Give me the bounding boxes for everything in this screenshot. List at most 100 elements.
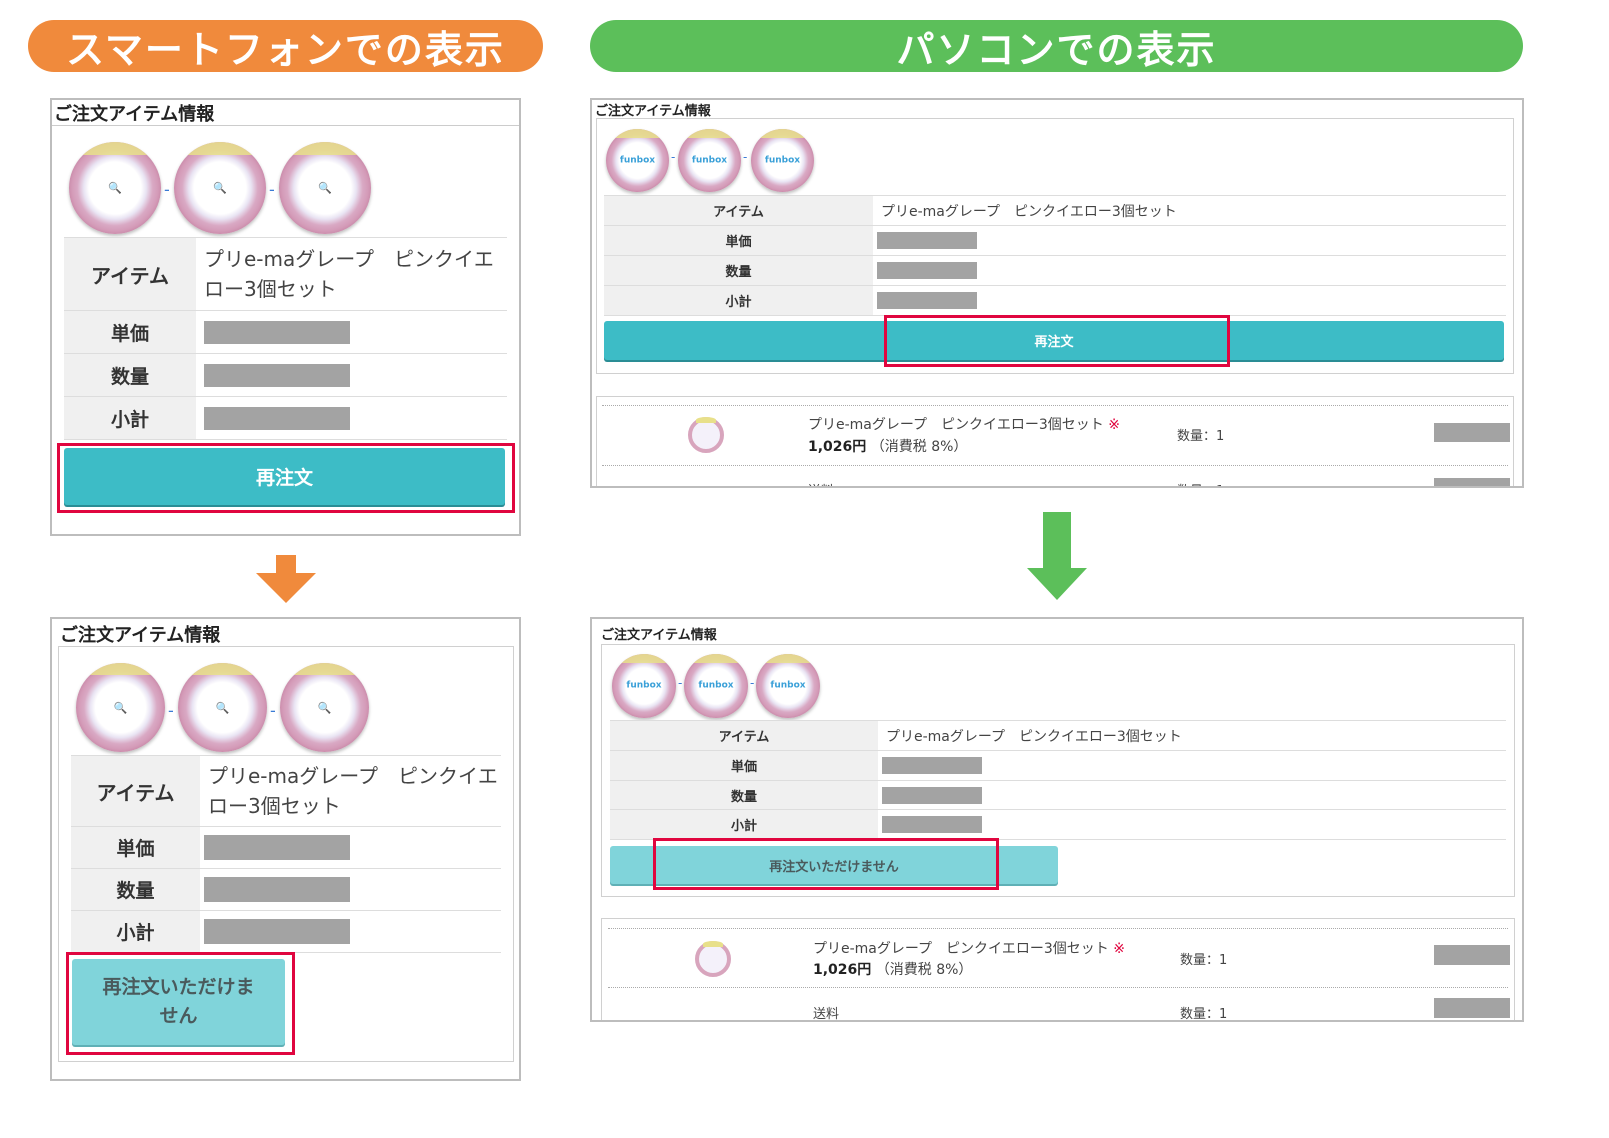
item-row: アイテム プリe-maグレープ ピンクイエロー3個セット: [64, 238, 507, 311]
reorder-unavailable-button[interactable]: 再注文いただけません: [72, 959, 285, 1045]
redacted-value: [1434, 998, 1510, 1018]
quantity-label: 数量: [610, 781, 878, 809]
subtotal-row: 小計: [71, 911, 501, 953]
quantity-row: 数量: [604, 256, 1506, 286]
funbox-logo: 🔍: [318, 181, 332, 195]
subtotal-row: 小計: [604, 286, 1506, 316]
subtotal-label: 小計: [71, 911, 200, 952]
unit-price-label: 単価: [64, 311, 196, 353]
order-line-thumbnail[interactable]: [688, 417, 724, 453]
item-name: プリe-maグレープ ピンクイエロー3個セット: [208, 764, 498, 818]
product-thumbnail[interactable]: funbox: [612, 654, 676, 718]
unit-price-row: 単価: [71, 827, 501, 869]
section-title: ご注文アイテム情報: [60, 625, 221, 646]
quantity-label: 数量: [71, 869, 200, 910]
product-thumbnail[interactable]: 🔍: [174, 142, 266, 234]
quantity-row: 数量: [610, 781, 1506, 810]
product-thumbnail[interactable]: funbox: [678, 129, 741, 192]
highlight-box: [66, 952, 295, 1055]
redacted-value: [204, 406, 350, 430]
order-line-price: 1,026円 （消費税 8%）: [808, 439, 968, 455]
order-line-qty: 数量：1: [1177, 429, 1225, 444]
funbox-logo: funbox: [691, 155, 728, 165]
funbox-logo: funbox: [698, 680, 734, 691]
redacted-value: [877, 232, 977, 249]
unit-price-row: 単価: [64, 311, 507, 354]
product-thumbnail[interactable]: 🔍: [178, 663, 267, 752]
item-name: プリe-maグレープ ピンクイエロー3個セット: [886, 728, 1182, 745]
quantity-row: 数量: [71, 869, 501, 911]
funbox-logo: 🔍: [317, 701, 332, 714]
item-row: アイテム プリe-maグレープ ピンクイエロー3個セット: [71, 756, 501, 827]
product-thumbnail[interactable]: 🔍: [280, 663, 369, 752]
redacted-value: [877, 292, 977, 309]
section-title: ご注文アイテム情報: [54, 104, 215, 125]
quantity-label: 数量: [604, 256, 873, 285]
pc-view-header: パソコンでの表示: [590, 20, 1523, 72]
order-line-name: プリe-maグレープ ピンクイエロー3個セット ※: [813, 941, 1125, 957]
funbox-logo: 🔍: [215, 701, 230, 714]
quantity-row: 数量: [64, 354, 507, 397]
item-name: プリe-maグレープ ピンクイエロー3個セット: [204, 247, 494, 301]
product-thumbnail[interactable]: 🔍: [279, 142, 371, 234]
order-line-price: 1,026円 （消費税 8%）: [813, 962, 973, 978]
item-label: アイテム: [64, 238, 196, 310]
redacted-value: [882, 757, 982, 774]
item-row: アイテムプリe-maグレープ ピンクイエロー3個セット: [604, 196, 1506, 226]
product-thumbnail[interactable]: funbox: [756, 654, 820, 718]
funbox-logo: funbox: [764, 155, 801, 165]
redacted-value: [882, 816, 982, 833]
down-arrow-icon: [256, 555, 316, 603]
item-label: アイテム: [604, 196, 873, 225]
item-label: アイテム: [610, 721, 878, 750]
quantity-label: 数量: [64, 354, 196, 396]
pc-before-panel: ご注文アイテム情報 funbox - funbox - funbox アイテムプ…: [590, 98, 1524, 488]
smartphone-view-header: スマートフォンでの表示: [28, 20, 543, 72]
item-row: アイテムプリe-maグレープ ピンクイエロー3個セット: [610, 721, 1506, 751]
redacted-value: [204, 919, 350, 944]
reorder-button[interactable]: 再注文: [604, 321, 1504, 360]
section-title: ご注文アイテム情報: [601, 628, 717, 643]
reorder-unavailable-button[interactable]: 再注文いただけません: [610, 846, 1058, 884]
product-thumbnail[interactable]: 🔍: [76, 663, 165, 752]
unit-price-row: 単価: [604, 226, 1506, 256]
redacted-value: [1434, 945, 1510, 965]
subtotal-label: 小計: [64, 397, 196, 439]
redacted-value: [882, 786, 982, 804]
shipping-label: 送料: [813, 1007, 840, 1022]
funbox-logo: funbox: [770, 680, 806, 691]
item-label: アイテム: [71, 756, 200, 826]
funbox-logo: funbox: [626, 680, 662, 691]
redacted-value: [1434, 478, 1510, 486]
shipping-label: 送料: [808, 480, 834, 486]
redacted-value: [877, 262, 977, 279]
subtotal-row: 小計: [610, 810, 1506, 840]
funbox-logo: 🔍: [113, 701, 128, 714]
product-thumbnail[interactable]: funbox: [751, 129, 814, 192]
pc-after-panel: ご注文アイテム情報 funbox - funbox - funbox アイテムプ…: [590, 617, 1524, 1022]
product-thumbnail[interactable]: funbox: [684, 654, 748, 718]
funbox-logo: 🔍: [213, 181, 227, 195]
unit-price-label: 単価: [604, 226, 873, 255]
reorder-button[interactable]: 再注文: [64, 448, 505, 505]
subtotal-label: 小計: [610, 810, 878, 839]
redacted-value: [1434, 423, 1510, 442]
funbox-logo: 🔍: [108, 181, 122, 195]
highlight-box: [653, 838, 999, 890]
redacted-value: [204, 363, 350, 387]
product-thumbnail[interactable]: funbox: [606, 129, 669, 192]
order-line-name: プリe-maグレープ ピンクイエロー3個セット ※: [808, 417, 1120, 433]
funbox-logo: funbox: [619, 155, 656, 165]
order-line-qty: 数量：1: [1180, 953, 1228, 968]
shipping-qty: 数量：1: [1180, 1007, 1228, 1022]
unit-price-label: 単価: [610, 751, 878, 780]
product-thumbnail[interactable]: 🔍: [69, 142, 161, 234]
sp-after-panel: ご注文アイテム情報 🔍 - 🔍 - 🔍 アイテム プリe-maグレープ ピンクイ…: [50, 617, 521, 1081]
order-line-thumbnail[interactable]: [695, 941, 731, 977]
item-name: プリe-maグレープ ピンクイエロー3個セット: [881, 203, 1177, 220]
sp-before-panel: ご注文アイテム情報 🔍 - 🔍 - 🔍 アイテム プリe-maグレープ ピンクイ…: [50, 98, 521, 536]
shipping-qty: 数量：1: [1177, 480, 1224, 486]
subtotal-label: 小計: [604, 286, 873, 315]
unit-price-label: 単価: [71, 827, 200, 868]
subtotal-row: 小計: [64, 397, 507, 440]
